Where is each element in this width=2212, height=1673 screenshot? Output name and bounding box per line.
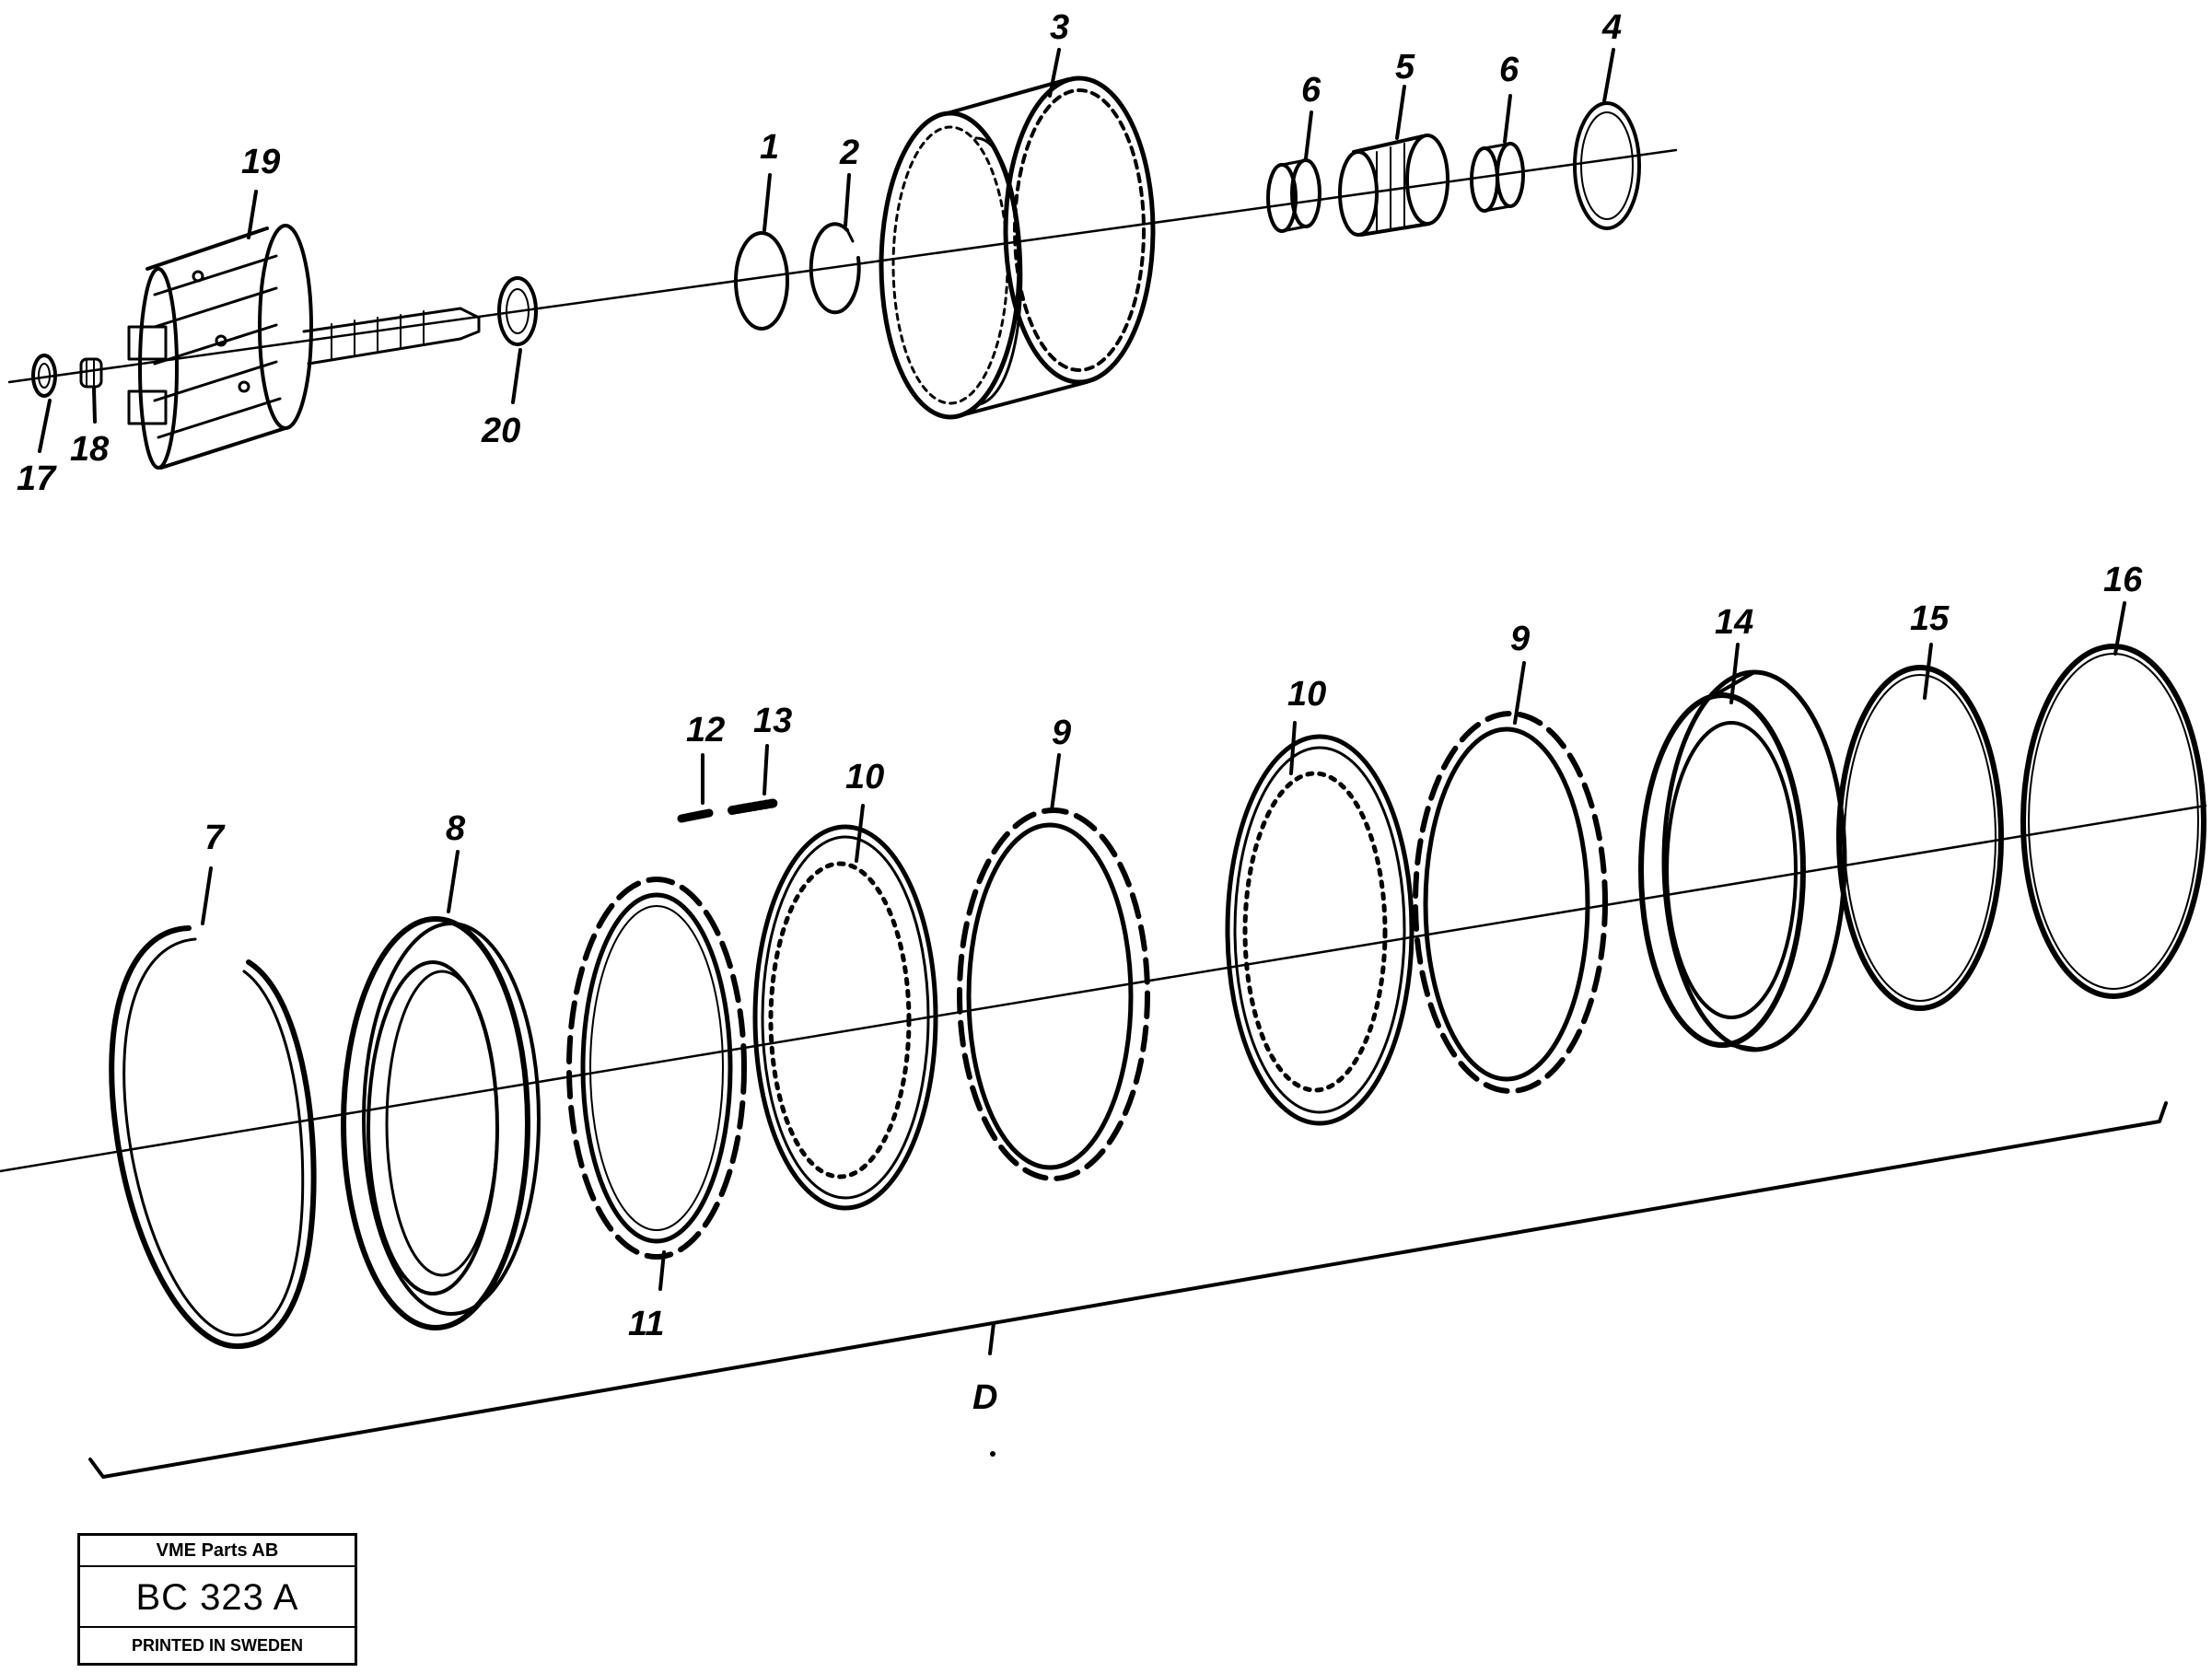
part-3-ring-gear: [879, 76, 1156, 420]
callout-d: D: [972, 1378, 997, 1417]
callout-17: 17: [17, 459, 57, 498]
callout-4: 4: [1601, 8, 1622, 47]
callout-6-right: 6: [1499, 51, 1519, 89]
part-9-steel-plate-left: [957, 807, 1150, 1181]
assembly-bracket-d: [88, 1101, 2168, 1479]
part-5-gear: [1338, 134, 1449, 237]
part-1-snap-ring: [734, 231, 789, 331]
title-block-company: VME Parts AB: [80, 1536, 355, 1567]
part-9-steel-plate-right: [1413, 711, 1608, 1094]
callout-10-right: 10: [1287, 675, 1326, 714]
callout-12: 12: [686, 711, 725, 749]
part-12-pin: [677, 808, 714, 823]
part-19-clutch-drum: [127, 224, 481, 470]
title-block-code: BC 323 A: [80, 1567, 355, 1628]
title-block: VME Parts AB BC 323 A PRINTED IN SWEDEN: [77, 1533, 357, 1666]
callout-11: 11: [628, 1305, 664, 1343]
callout-19: 19: [241, 143, 280, 181]
upper-axis-line: [7, 148, 1678, 384]
callout-14: 14: [1715, 603, 1753, 642]
part-15-ring: [1836, 665, 2004, 1011]
part-6-needle-bearing-left: [1266, 158, 1321, 233]
part-13-spring: [728, 798, 780, 815]
part-14-pressure-plate: [1638, 669, 1847, 1052]
part-20-washer: [497, 276, 538, 346]
callout-9-right: 9: [1510, 620, 1530, 658]
title-block-printed: PRINTED IN SWEDEN: [131, 1636, 303, 1655]
callout-13: 13: [753, 702, 792, 740]
callout-1: 1: [760, 128, 779, 167]
lower-axis-line: [0, 804, 2207, 1173]
part-4-thrust-washer: [1573, 101, 1641, 230]
callout-9-left: 9: [1052, 714, 1071, 752]
part-6-needle-bearing-right: [1470, 142, 1525, 213]
part-2-retaining-ring: [809, 222, 861, 315]
bracket-d-tick: [988, 1321, 995, 1355]
callout-3: 3: [1050, 8, 1069, 47]
part-11-steel-plate: [566, 877, 747, 1260]
callout-5: 5: [1395, 48, 1415, 87]
part-18-bearing: [79, 357, 103, 389]
part-7-large-snap-ring: [109, 925, 317, 1350]
callout-8: 8: [446, 809, 466, 848]
stray-dot: [990, 1451, 995, 1457]
callout-2: 2: [839, 134, 859, 172]
callout-18: 18: [70, 430, 110, 469]
part-10-friction-plate-left: [752, 824, 938, 1211]
part-8-piston: [341, 916, 541, 1330]
callout-16: 16: [2103, 561, 2143, 599]
leader-lines: [38, 48, 2126, 1291]
callout-20: 20: [481, 412, 520, 450]
callout-15: 15: [1910, 599, 1950, 638]
part-17-washer: [31, 354, 57, 398]
callout-6-left: 6: [1301, 71, 1321, 110]
callout-labels: 1 2 3 4 5 6 6 7 8 9 9 10 10 11 12 13 14 …: [17, 8, 2143, 1417]
part-10-friction-plate-right: [1225, 734, 1415, 1126]
callout-10-left: 10: [845, 758, 884, 796]
callout-7: 7: [204, 819, 226, 857]
